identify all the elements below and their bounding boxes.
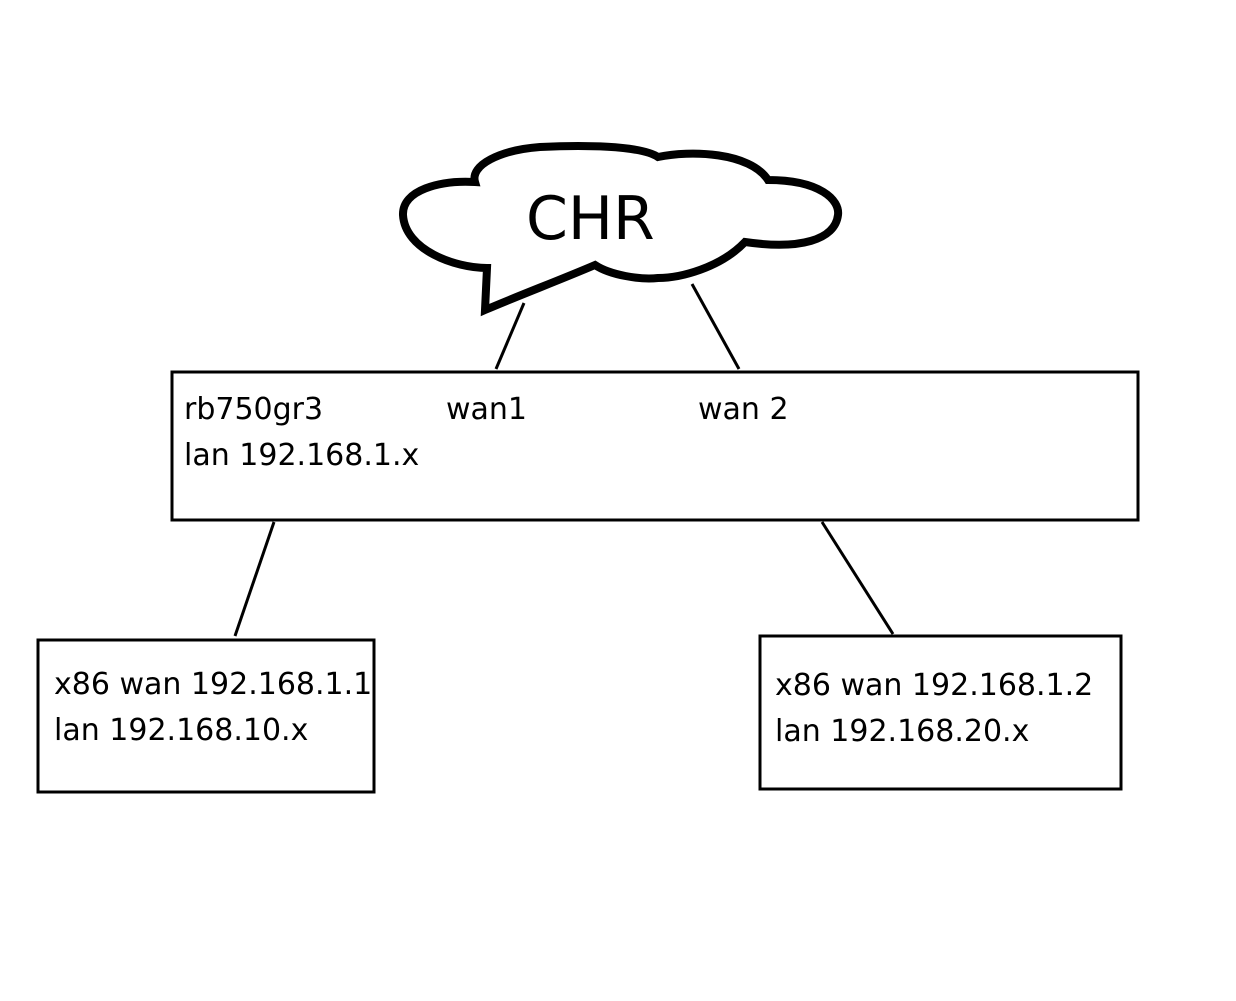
router-lan: lan 192.168.1.x — [184, 438, 420, 473]
router-to-right-host-link — [820, 521, 895, 635]
chr-cloud-shape — [399, 142, 843, 317]
router-name: rb750gr3 — [184, 392, 324, 427]
router-wan2-label: wan 2 — [698, 392, 789, 427]
cloud-label: CHR — [526, 184, 655, 254]
cloud-to-wan1-link — [494, 302, 526, 370]
left-host-box — [36, 638, 376, 794]
right-host-lan: lan 192.168.20.x — [775, 714, 1030, 749]
left-host-lan: lan 192.168.10.x — [54, 713, 309, 748]
right-host-box — [758, 634, 1123, 791]
right-host-wan: x86 wan 192.168.1.2 — [775, 668, 1094, 703]
router-box — [170, 370, 1140, 522]
router-wan1-label: wan1 — [446, 392, 528, 427]
left-host-wan: x86 wan 192.168.1.1 — [54, 667, 373, 702]
router-to-left-host-link — [233, 521, 276, 637]
cloud-to-wan2-link — [690, 283, 741, 370]
